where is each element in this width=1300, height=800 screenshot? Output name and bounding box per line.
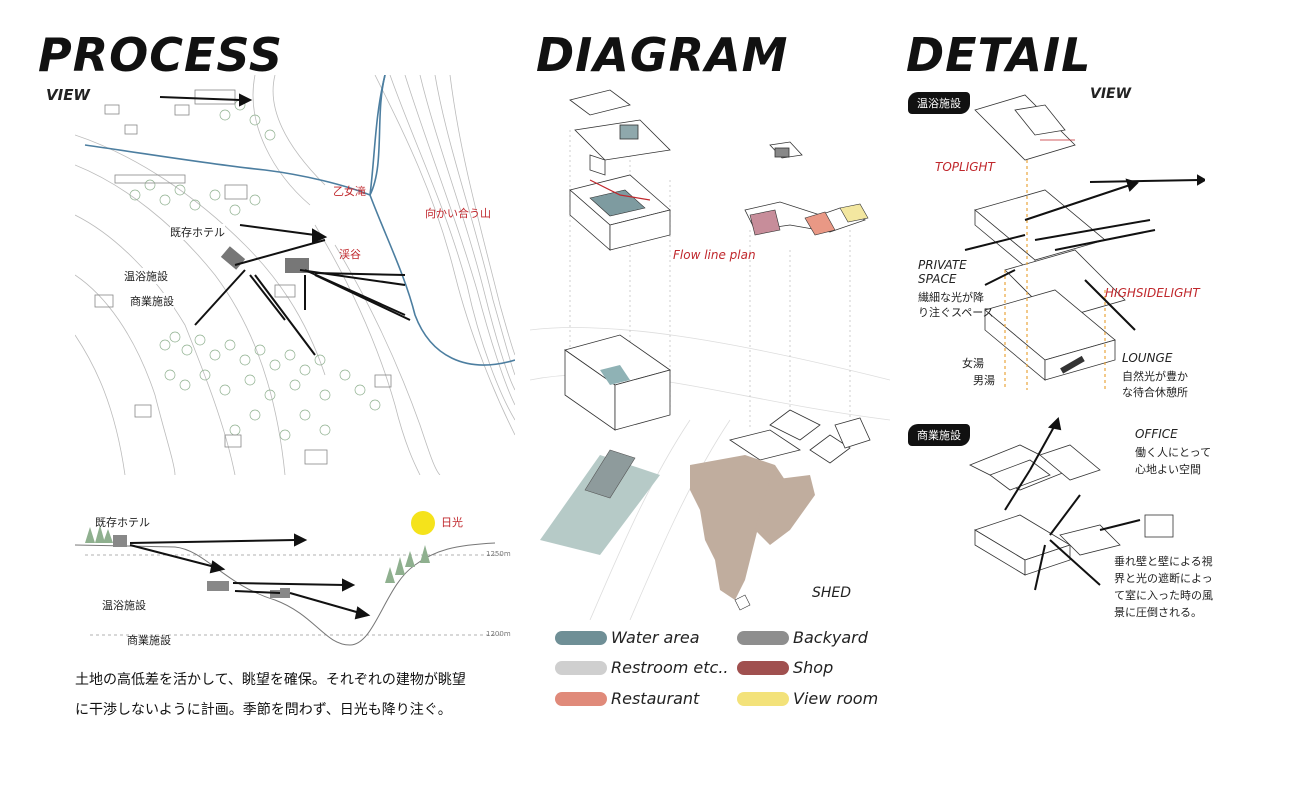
legend-swatch [737, 691, 789, 706]
legend-item: Backyard [737, 628, 868, 647]
shed-label: SHED [812, 585, 852, 601]
section-bath-label: 温浴施設 [102, 599, 146, 612]
legend-swatch [555, 630, 607, 645]
legend-swatch [555, 691, 607, 706]
wall-desc-3: て室に入った時の風 [1114, 589, 1213, 602]
detail-bath-axonometric [964, 94, 1205, 390]
wall-desc-2: 界と光の遮断によっ [1114, 572, 1213, 585]
detail-view-label: VIEW [1090, 86, 1132, 102]
legend-label: Restaurant [611, 689, 700, 708]
toplight-label: TOPLIGHT [935, 160, 995, 174]
legend-label: Restroom etc.. [611, 658, 729, 677]
office-label: OFFICE [1135, 427, 1178, 441]
section-commercial-label: 商業施設 [127, 634, 171, 647]
section-sunlight-label: 日光 [441, 516, 463, 529]
valley-label: 渓谷 [339, 248, 361, 261]
lounge-label: LOUNGE [1122, 351, 1173, 365]
bath-facility-tag: 温浴施設 [908, 92, 970, 114]
elev-1200-label: 1200m [486, 630, 511, 638]
highsidelight-label: HIGHSIDELIGHT [1105, 286, 1200, 300]
caption-line-1: 土地の高低差を活かして、眺望を確保。それぞれの建物が眺望 [75, 672, 466, 688]
diagram-drawing [530, 89, 890, 620]
process-title: PROCESS [38, 28, 284, 82]
site-map [75, 75, 515, 475]
legend-swatch [737, 630, 789, 645]
caption-line-2: に干渉しないように計画。季節を問わず、日光も降り注ぐ。 [75, 702, 452, 718]
diagram-title: DIAGRAM [536, 28, 789, 82]
legend-label: Water area [611, 628, 700, 647]
map-existing-hotel-label: 既存ホテル [170, 224, 225, 240]
site-section [75, 511, 505, 646]
private-desc-1: 繊細な光が降 [918, 291, 984, 304]
elev-1250-label: 1250m [486, 550, 511, 558]
wall-desc-4: 景に圧倒される。 [1114, 606, 1202, 619]
waterfall-label: 乙女滝 [333, 185, 366, 198]
legend-label: View room [793, 689, 879, 708]
legend-label: Backyard [793, 628, 868, 647]
legend-item: Shop [737, 658, 833, 677]
private-desc-2: り注ぐスペース [918, 306, 994, 319]
legend-swatch [737, 660, 789, 675]
opposite-mountain-label: 向かい合う山 [425, 207, 491, 220]
lounge-desc-1: 自然光が豊か [1122, 370, 1188, 383]
office-desc-2: 心地よい空間 [1135, 463, 1201, 476]
map-bath-label: 温浴施設 [124, 268, 168, 284]
womens-bath-label: 女湯 [962, 357, 984, 370]
process-caption: 土地の高低差を活かして、眺望を確保。それぞれの建物が眺望 に干渉しないように計画… [75, 665, 515, 725]
legend-item: Water area [555, 628, 700, 647]
legend-swatch [555, 660, 607, 675]
legend-label: Shop [793, 658, 834, 677]
section-existing-hotel-label: 既存ホテル [95, 516, 150, 529]
detail-title: DETAIL [906, 28, 1092, 82]
private-space-label-2: SPACE [918, 272, 957, 286]
mens-bath-label: 男湯 [973, 374, 995, 387]
lounge-desc-2: な待合休憩所 [1122, 386, 1188, 399]
commercial-facility-tag: 商業施設 [908, 424, 970, 446]
private-space-label: PRIVATE [918, 258, 967, 272]
legend-item: Restaurant [555, 689, 699, 708]
process-view-label: VIEW [46, 86, 90, 104]
map-commercial-label: 商業施設 [130, 293, 174, 309]
wall-desc-1: 垂れ壁と壁による視 [1114, 555, 1213, 568]
flow-line-label: Flow line plan [673, 248, 756, 262]
legend-item: Restroom etc.. [555, 658, 728, 677]
legend-item: View room [737, 689, 878, 708]
detail-commercial-axonometric [969, 416, 1174, 591]
office-desc-1: 働く人にとって [1135, 446, 1212, 459]
